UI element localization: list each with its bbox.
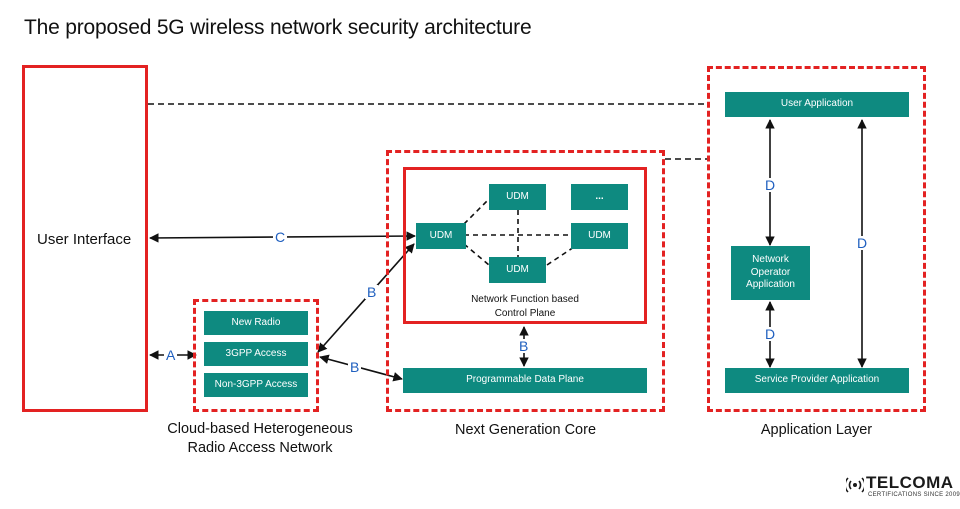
signal-icon (846, 477, 864, 493)
telcoma-logo: TELCOMA CERTIFICATIONS SINCE 2009 (846, 472, 960, 500)
more-nodes-box: ... (571, 184, 628, 210)
control-plane-caption-line2: Control Plane (494, 307, 556, 319)
application-layer-group (707, 66, 926, 412)
interface-label-d-user-provider: D (855, 235, 870, 251)
page-title: The proposed 5G wireless network securit… (24, 16, 532, 39)
udm-node-left: UDM (416, 223, 466, 249)
network-operator-line3: Application (746, 279, 795, 291)
udm-link-2 (463, 243, 490, 266)
udm-link-1 (463, 198, 490, 225)
udm-node-top: UDM (489, 184, 546, 210)
interface-label-b-ran-udm: B (365, 284, 379, 300)
udm-node-right: UDM (571, 223, 628, 249)
3gpp-access-box: 3GPP Access (204, 342, 308, 366)
network-operator-line2: Operator (750, 266, 791, 278)
network-operator-line1: Network (752, 254, 789, 266)
radio-access-caption-line2: Radio Access Network (187, 439, 333, 456)
control-plane-caption-line1: Network Function based (471, 294, 579, 305)
logo-name: TELCOMA (866, 473, 954, 492)
radio-access-caption-line1: Cloud-based Heterogeneous (167, 421, 353, 437)
interface-label-c: C (273, 229, 288, 245)
next-generation-core-group (386, 150, 665, 412)
interface-label-d-user-operator: D (763, 177, 778, 193)
interface-label-b-core: B (517, 338, 531, 354)
non-3gpp-access-box: Non-3GPP Access (204, 373, 308, 397)
logo-tagline: CERTIFICATIONS SINCE 2009 (868, 492, 960, 498)
user-interface-label: User Interface (37, 231, 132, 248)
control-plane-box (403, 167, 647, 324)
interface-label-a: A (164, 347, 178, 363)
control-plane-caption: Network Function based Control Plane (420, 293, 630, 320)
user-application-box: User Application (725, 92, 909, 117)
service-provider-application-box: Service Provider Application (725, 368, 909, 393)
user-interface-box: User Interface (22, 65, 148, 412)
programmable-data-plane-box: Programmable Data Plane (403, 368, 647, 393)
radio-access-network-group (193, 299, 319, 412)
new-radio-box: New Radio (204, 311, 308, 335)
network-operator-application-box: Network Operator Application (731, 246, 810, 300)
radio-access-caption: Cloud-based Heterogeneous Radio Access N… (150, 420, 370, 458)
interface-label-b-ran-dataplane: B (348, 359, 362, 375)
application-layer-caption: Application Layer (760, 422, 873, 438)
udm-node-bottom: UDM (489, 257, 546, 283)
udm-link-5 (546, 246, 575, 266)
interface-label-d-operator-provider: D (763, 326, 778, 342)
next-generation-core-caption: Next Generation Core (454, 422, 597, 438)
